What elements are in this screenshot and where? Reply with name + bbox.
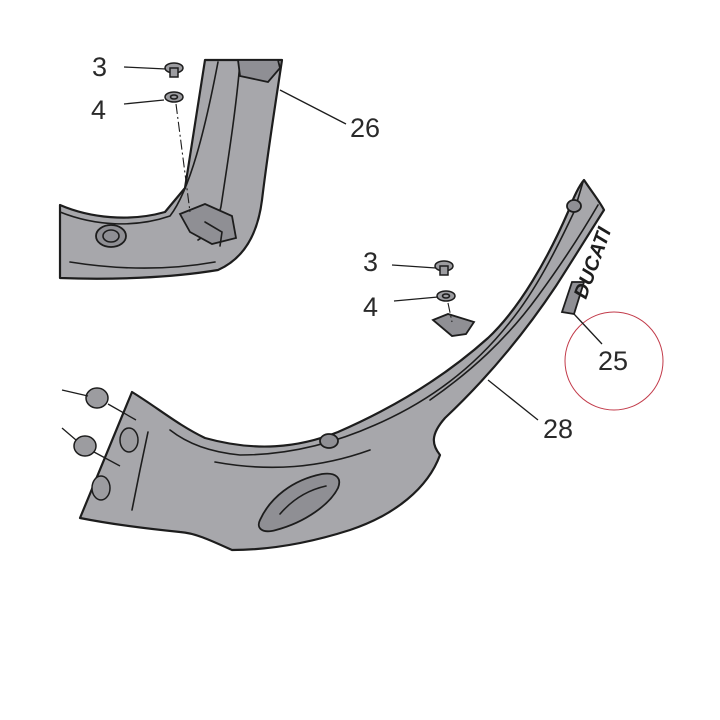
- callout-screw-mid: 3: [363, 247, 378, 277]
- screw-3-upper: [164, 62, 184, 78]
- upper-fairing-panel: [58, 58, 284, 280]
- assembly-axis-lower: [447, 302, 453, 323]
- assembly-axis-upper: [175, 103, 191, 213]
- callout-washer-top: 4: [91, 95, 106, 125]
- callout-part-26: 26: [350, 113, 380, 143]
- washer-4-lower: [436, 290, 456, 302]
- callout-part-28: 28: [543, 414, 573, 444]
- washer-4-upper: [164, 91, 184, 103]
- grommet-2: [73, 435, 97, 457]
- highlight-ring: [564, 311, 664, 411]
- callout-washer-mid: 4: [363, 292, 378, 322]
- callout-screw-top: 3: [92, 52, 107, 82]
- grommet-3: [119, 427, 139, 453]
- lower-fairing-panel: [78, 178, 606, 552]
- screw-3-lower: [434, 260, 454, 276]
- grommet-4: [91, 475, 111, 501]
- callout-decal-25: 25: [598, 346, 628, 376]
- grommet-1: [85, 387, 109, 409]
